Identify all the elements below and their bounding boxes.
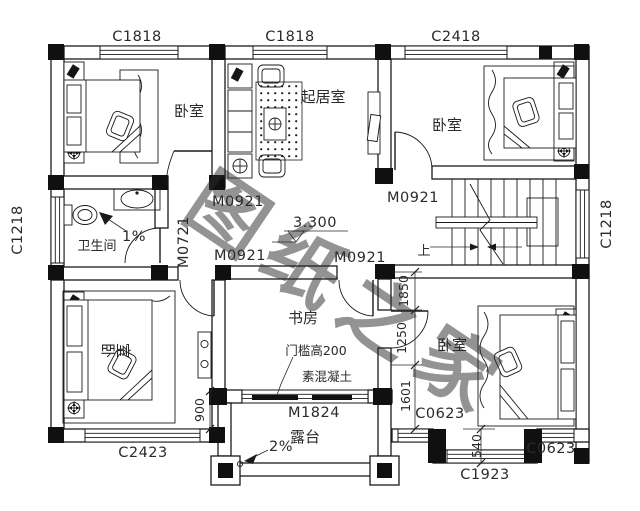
- window-c1818-b: [252, 45, 328, 60]
- door-study: [338, 279, 374, 317]
- threshold-bar: [312, 395, 352, 400]
- nightstand: [197, 331, 212, 379]
- threshold-bar: [252, 395, 298, 400]
- door-window-m1824: [241, 389, 369, 404]
- window-c1218-right: [575, 189, 590, 259]
- window-c1218-left: [50, 196, 65, 264]
- dim-label-540: 540: [469, 434, 484, 458]
- staircase: [430, 179, 559, 265]
- room-label-terrace: 露台: [290, 428, 320, 446]
- stair-down-arrowhead: [487, 243, 496, 251]
- window-label-c1818-a: C1818: [112, 29, 162, 45]
- note-concrete: 素混凝土: [302, 369, 352, 384]
- room-label-bedroom-tl: 卧室: [174, 102, 204, 120]
- dim-label-900: 900: [192, 398, 207, 422]
- door-label-m1824: M1824: [288, 405, 340, 421]
- bed-br: [477, 305, 577, 427]
- room-label-bedroom-bl: 卧室: [99, 343, 132, 358]
- window-label-c0623-b: C0623: [526, 441, 576, 457]
- door-label-m0921-bl: M0921: [214, 248, 266, 264]
- door-bedroom-tr: [394, 131, 433, 170]
- bed-tr: [483, 61, 577, 162]
- door-bedroom-br: [390, 310, 429, 349]
- structural-columns: [48, 44, 589, 486]
- window-label-c1923: C1923: [460, 467, 510, 483]
- door-label-m0921-tl: M0921: [212, 194, 264, 210]
- door-bedroom-bl: [179, 279, 215, 317]
- slope-label-terrace: 2%: [269, 439, 293, 455]
- dim-label-1601: 1601: [398, 380, 413, 412]
- room-label-bedroom-tr: 卧室: [432, 116, 462, 134]
- stair-up-label: 上: [417, 244, 430, 259]
- window-label-c1218-right: C1218: [599, 199, 615, 249]
- window-c1923: [446, 449, 528, 464]
- stair-up-arrow: [470, 243, 479, 251]
- window-c2423: [84, 428, 201, 443]
- room-label-study: 书房: [288, 309, 318, 327]
- window-label-c2418: C2418: [431, 29, 481, 45]
- window-label-c0623-a: C0623: [415, 406, 465, 422]
- bathroom-fixtures: [63, 188, 161, 226]
- bed-tl: [63, 61, 159, 164]
- door-label-m0921-study: M0921: [334, 250, 386, 266]
- door-label-m0721: M0721: [176, 216, 192, 268]
- toilet: [72, 205, 98, 225]
- room-label-bathroom: 卫生间: [77, 239, 116, 254]
- dimensions: [99, 212, 495, 468]
- window-label-c1818-b: C1818: [265, 29, 315, 45]
- door-label-m0921-tr: M0921: [387, 190, 439, 206]
- slope-label-bath: 1%: [122, 229, 146, 245]
- sink-counter: [113, 188, 161, 211]
- tv: [366, 113, 382, 143]
- room-label-living: 起居室: [300, 88, 345, 106]
- window-c2418: [404, 45, 508, 60]
- bed-bl: [62, 290, 212, 424]
- labels: C1818 C1818 C2418 C1218 C1218 C2423 C062…: [10, 29, 615, 483]
- toilet-tank: [63, 204, 73, 226]
- window-symbols: [50, 45, 590, 464]
- threshold-leader: [276, 356, 294, 396]
- room-label-bedroom-br: 卧室: [437, 336, 467, 354]
- door-bedroom-tl: [165, 150, 212, 187]
- note-threshold: 门槛高200: [285, 343, 346, 358]
- door-symbols: [124, 131, 433, 349]
- window-c0623-a: [397, 428, 431, 443]
- sofa-set: [227, 63, 382, 179]
- terrace-column-right: [369, 455, 400, 486]
- slope-arrow-terrace: [244, 454, 257, 464]
- slope-arrow-bath: [99, 212, 113, 225]
- elevation-marker: [287, 230, 305, 243]
- terrace-column-left: [210, 455, 241, 486]
- door-bathroom: [124, 227, 161, 264]
- elevation-label: 3.300: [293, 215, 337, 231]
- dim-label-1250: 1250: [394, 322, 409, 354]
- sink: [120, 189, 154, 209]
- window-label-c2423: C2423: [118, 445, 168, 461]
- furniture: [62, 61, 577, 427]
- dim-label-1850: 1850: [396, 275, 411, 307]
- window-label-c1218-left: C1218: [10, 205, 26, 255]
- window-c1818-a: [99, 45, 179, 60]
